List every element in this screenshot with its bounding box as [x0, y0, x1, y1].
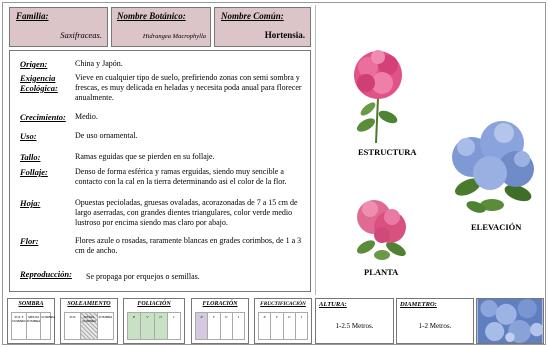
- description-panel: Origen: China y Japón. Exigencia Ecológi…: [9, 50, 311, 292]
- foliacion-season: P: [128, 313, 142, 339]
- field-value: Opuestas pecioladas, gruesas ovaladas, a…: [75, 198, 298, 227]
- field-value: Medio.: [75, 112, 98, 121]
- soleamiento-option: SOL: [65, 313, 82, 339]
- familia-label: Familia:: [16, 11, 49, 21]
- fructificacion-season: V: [271, 313, 284, 339]
- field-key: Flor:: [20, 236, 39, 246]
- altura-label: ALTURA:: [319, 301, 347, 308]
- field-key: Exigencia Ecológica:: [20, 73, 58, 93]
- sombra-option: MEDIA SOMBRA: [27, 313, 42, 339]
- field-value: Flores azule o rosadas, raramente blanca…: [75, 236, 302, 255]
- field-key: Hoja:: [20, 198, 41, 208]
- sombra-label: SOMBRA: [18, 301, 44, 307]
- foliacion-cells: P V O I: [127, 312, 181, 340]
- estructura-image: [354, 50, 402, 144]
- foliacion-season: V: [141, 313, 155, 339]
- diametro-label: DIAMETRO:: [400, 301, 437, 308]
- field-key: Origen:: [20, 59, 48, 69]
- botanical-name-box: Nombre Botánico: Hidrangea Macrophylla: [111, 7, 211, 47]
- field-key: Uso:: [20, 131, 37, 141]
- familia-value: Saxifraceas.: [60, 30, 102, 40]
- planta-image: [356, 200, 406, 260]
- flower-closeup-image: [476, 298, 544, 344]
- foliacion-season: I: [173, 315, 175, 319]
- field-key: Tallo:: [20, 152, 41, 162]
- sombra-option: SOL Y SOMBRA: [12, 313, 27, 339]
- soleamiento-label: SOLEAMIENTO: [67, 301, 111, 307]
- botanical-name-value: Hidrangea Macrophylla: [142, 33, 206, 40]
- sombra-cells: SOL Y SOMBRA MEDIA SOMBRA SOMBRA: [11, 312, 55, 340]
- floracion-season: V: [208, 313, 221, 339]
- sombra-option: SOMBRA: [41, 315, 55, 319]
- diametro-box: DIAMETRO: 1-2 Metros.: [396, 298, 474, 344]
- common-name-value: Hortensia.: [264, 30, 305, 40]
- floracion-box: FLORACIÓN P V O I: [191, 298, 249, 344]
- familia-box: Familia: Saxifraceas.: [9, 7, 108, 47]
- soleamiento-option: MEDIA SOMBRA: [81, 313, 98, 339]
- fructificacion-season: I: [300, 315, 302, 319]
- soleamiento-cells: SOL MEDIA SOMBRA SOMBRA: [64, 312, 114, 340]
- foliacion-season: O: [154, 313, 168, 339]
- botanical-name-label: Nombre Botánico:: [117, 11, 186, 21]
- altura-value: 1-2.5 Metros.: [335, 322, 374, 330]
- fructificacion-label: FRUCTIFICACIÓN: [260, 301, 306, 307]
- foliacion-label: FOLIACIÓN: [137, 301, 171, 307]
- field-value: Se propaga por erquejos o semillas.: [86, 272, 200, 281]
- fructificacion-season: O: [284, 313, 296, 339]
- field-value: Denso de forma esférica y ramas erguidas…: [75, 167, 287, 186]
- field-value: De uso ornamental.: [75, 131, 138, 140]
- soleamiento-option: SOMBRA: [98, 315, 113, 319]
- elevacion-image: [452, 121, 534, 213]
- field-key: Crecimiento:: [20, 112, 66, 122]
- sombra-box: SOMBRA SOL Y SOMBRA MEDIA SOMBRA SOMBRA: [7, 298, 55, 344]
- diametro-value: 1-2 Metros.: [418, 322, 452, 330]
- field-value: Ramas eguidas que se pierden en su folla…: [75, 152, 215, 161]
- fructificacion-box: FRUCTIFICACIÓN P V O I: [254, 298, 312, 344]
- common-name-label: Nombre Común:: [221, 11, 284, 21]
- floracion-season: P: [196, 313, 209, 339]
- field-key: Follaje:: [20, 167, 48, 177]
- field-key: Reproducción:: [20, 269, 72, 279]
- fructificacion-cells: P V O I: [258, 312, 308, 340]
- fructificacion-season: P: [259, 313, 272, 339]
- common-name-box: Nombre Común: Hortensia.: [214, 7, 311, 47]
- estructura-caption: ESTRUCTURA: [358, 147, 417, 157]
- soleamiento-box: SOLEAMIENTO SOL MEDIA SOMBRA SOMBRA: [60, 298, 118, 344]
- floracion-season: I: [237, 315, 239, 319]
- elevacion-caption: ELEVACIÓN: [471, 222, 522, 232]
- floracion-label: FLORACIÓN: [202, 301, 238, 307]
- altura-box: ALTURA: 1-2.5 Metros.: [315, 298, 394, 344]
- planta-caption: PLANTA: [364, 267, 399, 277]
- floracion-season: O: [221, 313, 233, 339]
- field-value: Vieve en cualquier tipo de suelo, prefir…: [75, 73, 302, 102]
- image-panel: ESTRUCTURA ELEVACIÓN PLANTA: [315, 5, 546, 295]
- floracion-cells: P V O I: [195, 312, 245, 340]
- field-value: China y Japón.: [75, 59, 123, 68]
- foliacion-box: FOLIACIÓN P V O I: [123, 298, 185, 344]
